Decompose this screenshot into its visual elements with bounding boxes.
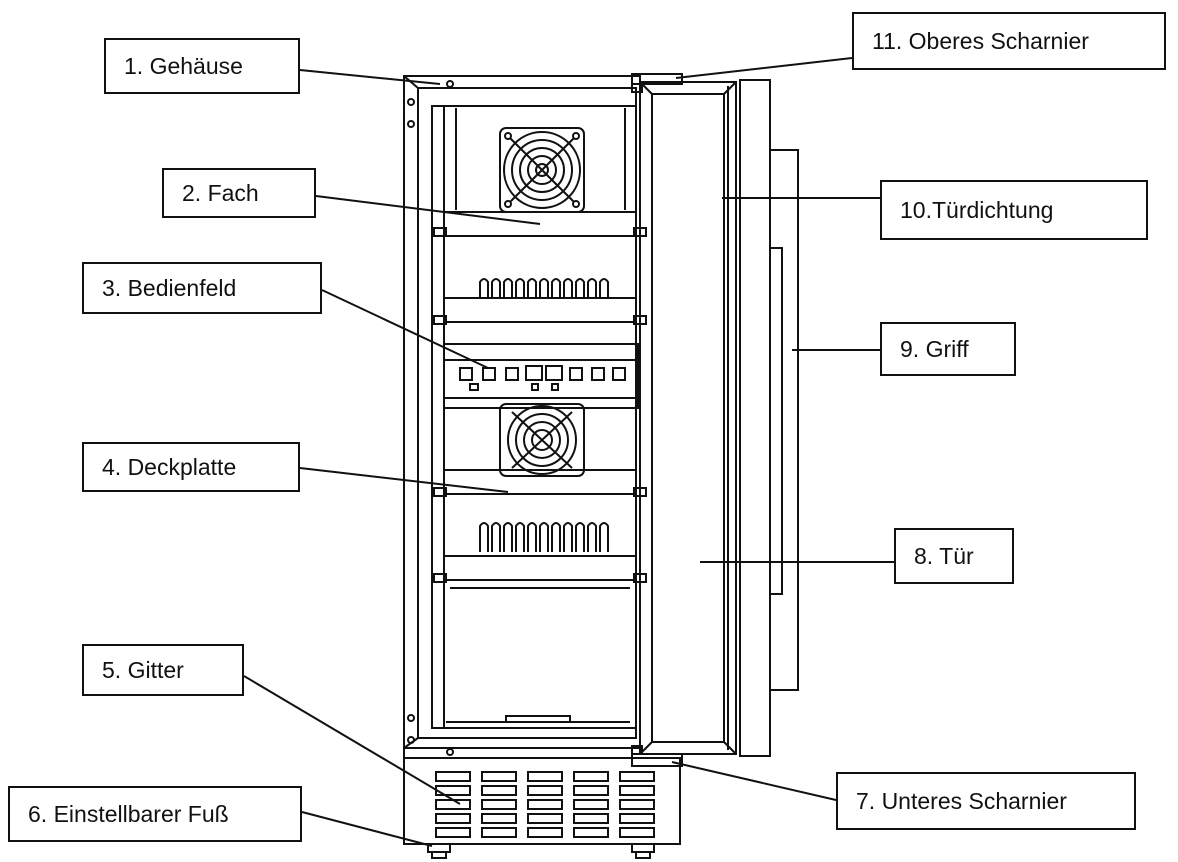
grille: [435, 771, 655, 838]
leader-fuss: [301, 811, 433, 847]
label-gitter: 5. Gitter: [82, 644, 244, 696]
left-foot: [427, 843, 451, 859]
bottom-hinge: [631, 745, 683, 767]
leader-unteres-scharnier: [671, 761, 837, 801]
leader-oberes-scharnier: [675, 57, 853, 79]
lower-fins: [479, 522, 609, 552]
cabinet-body: [403, 75, 641, 756]
label-fach: 2. Fach: [162, 168, 316, 218]
label-oberes-scharnier: 11. Oberes Scharnier: [852, 12, 1166, 70]
label-deckplatte: 4. Deckplatte: [82, 442, 300, 492]
label-tuerdichtung: 10.Türdichtung: [880, 180, 1148, 240]
control-panel: [443, 343, 639, 409]
leader-deckplatte: [299, 467, 509, 493]
handle: [769, 149, 799, 691]
leader-lines: [243, 57, 894, 847]
label-bedienfeld: 3. Bedienfeld: [82, 262, 322, 314]
upper-fan: [499, 127, 585, 213]
label-gehaeuse: 1. Gehäuse: [104, 38, 300, 94]
leader-fach: [315, 195, 541, 225]
label-griff: 9. Griff: [880, 322, 1016, 376]
leader-gitter: [243, 675, 461, 805]
label-tuer: 8. Tür: [894, 528, 1014, 584]
leader-bedienfeld: [321, 289, 489, 369]
shelf-5: [433, 555, 647, 589]
door-side-panel: [739, 79, 771, 757]
door: [639, 81, 737, 755]
top-hinge: [631, 73, 683, 93]
label-einstellbarer-fuss: 6. Einstellbarer Fuß: [8, 786, 302, 842]
leader-gehaeuse: [299, 69, 441, 85]
right-foot: [631, 843, 655, 859]
label-unteres-scharnier: 7. Unteres Scharnier: [836, 772, 1136, 830]
shelf-2: [433, 297, 647, 325]
shelf-1: [433, 211, 647, 237]
base: [403, 748, 681, 845]
lower-fan: [499, 403, 585, 477]
upper-fins: [479, 278, 609, 298]
